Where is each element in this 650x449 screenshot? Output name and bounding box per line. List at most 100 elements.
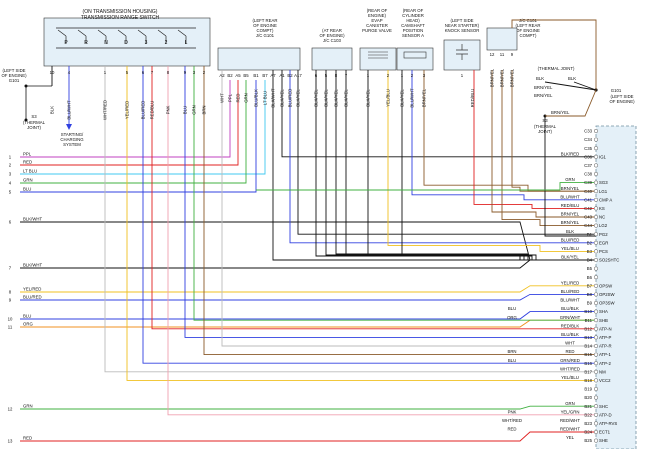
- pcm-wire-label-b2: BLU/RED: [561, 237, 580, 242]
- left-wire-0: [20, 80, 231, 158]
- pcm-pin-label-c33: C33: [584, 129, 592, 134]
- left-circuit-num-1: 1: [9, 155, 12, 160]
- right-ground-label-4: BRN/YEL: [534, 93, 553, 98]
- right-ground: (THERMAL JOINT) G101 (LEFT SIDE OF ENGIN…: [534, 66, 635, 134]
- pcm-wire-label-b1: BLK: [566, 229, 574, 234]
- knock-pin-0: 1: [461, 73, 464, 78]
- knock-crystal-icon: [456, 44, 468, 60]
- jcc101-title-4: COMPT): [520, 33, 538, 38]
- trs-housing: [43, 17, 211, 67]
- pcm-pin-b22: [593, 412, 599, 417]
- jcc101-title-1: J/C C101: [519, 18, 538, 23]
- pcm-pin-label-c39: C39: [584, 180, 592, 185]
- top-route-9: [473, 70, 596, 209]
- pcm-func-b15: ATP-1: [599, 352, 611, 357]
- jcc101-body: [486, 27, 518, 51]
- pcm-pin-label-b5: B5: [587, 266, 593, 271]
- jc101-wire-label-8: BLU/RED: [288, 89, 293, 108]
- jc101-wire-label-2: RED: [236, 93, 241, 102]
- starting-charging-arrow-icon: [66, 124, 72, 130]
- jc101-pin-8: B2: [287, 73, 293, 78]
- pcm-func-b10: SHA: [599, 309, 608, 314]
- mid-label-5: WHT/RED: [502, 418, 522, 423]
- pcm-wire-label-c36: BLK/RED: [561, 151, 579, 156]
- pcm-pin-label-b4: B4: [587, 258, 593, 263]
- jc101-wire-label-1: PPL: [228, 93, 233, 102]
- pcm-pin-c40: [593, 189, 599, 194]
- cmp-element-icon: [403, 51, 427, 59]
- trs-wire-label-6: PNK: [166, 105, 171, 114]
- left-circuit-num-4: 4: [9, 181, 12, 186]
- g101-left-label-1: (LEFT SIDE: [2, 68, 25, 73]
- jcc101-wire-label-0: BRN/YEL: [490, 68, 495, 87]
- jc-c103: (AT REAR OF ENGINE) J/C C103: [311, 28, 353, 71]
- pcm-pin-label-b16: B16: [584, 361, 592, 366]
- jc101-title-2: OF ENGINE: [253, 23, 277, 28]
- jc101-pin-4: B1: [253, 73, 259, 78]
- mid-label-4: PNK: [508, 409, 517, 414]
- transmission-range-switch: (ON TRANSMISSION HOUSING) TRANSMISSION R…: [43, 9, 211, 67]
- pcm-func-b4: SO2SHTC: [599, 258, 619, 263]
- trs-pin-5: 5: [126, 70, 129, 75]
- trs-wire-label-0: BLK: [50, 106, 55, 114]
- jcc101-pin-0: 12: [490, 52, 495, 57]
- pcm-wire-label-b4: BLK/YEL: [561, 255, 579, 260]
- right-ground-label-2: BLK: [568, 76, 576, 81]
- left-circuit-num-13: 13: [8, 439, 13, 444]
- knock-wire-label-0: RED/BLU: [470, 89, 475, 108]
- pcm-func-b8: OP2SW: [599, 292, 615, 297]
- jc103-title-2: OF ENGINE): [319, 33, 345, 38]
- pcm-func-c40: LG1: [599, 189, 608, 194]
- left-circuit-label-12: GRN: [23, 404, 33, 409]
- pcm-pin-label-b13: B13: [584, 335, 592, 340]
- pcm-wire-label-b9: BLU/WHT: [560, 298, 580, 303]
- mid-label-3: BLU: [508, 358, 516, 363]
- pcm-wire-label-c41: BLU/WHT: [560, 194, 580, 199]
- thermal-right-top-label: (THERMAL JOINT): [538, 66, 575, 71]
- trs-route-1: [104, 66, 596, 373]
- evap-purge-valve: (REAR OF ENGINE) EVAP CANISTER PURGE VAL…: [359, 8, 397, 71]
- trs-position-3: 3: [145, 40, 148, 46]
- pcm-func-c36: IG1: [599, 154, 607, 159]
- pcm-pin-b11: [593, 318, 599, 323]
- pcm-pin-b24: [593, 429, 599, 435]
- left-circuit-label-5: BLU: [23, 187, 31, 192]
- jc101-title-1: (LEFT REAR: [253, 18, 278, 23]
- pcm-func-c39: SG3: [599, 180, 608, 185]
- pcm-pin-b5: [593, 266, 599, 271]
- jcc101-title-3: OF ENGINE: [516, 28, 540, 33]
- pcm-pin-b17: [593, 369, 599, 374]
- jcc101-pin-2: 9: [511, 52, 514, 57]
- jcc101-pin-1: 11: [500, 52, 505, 57]
- pcm-pin-b2: [593, 240, 599, 245]
- pcm-pin-c35: [593, 146, 599, 151]
- trs-wire-label-5: RED/BLU: [150, 101, 155, 120]
- trs-route-3: [142, 66, 596, 364]
- jc101-route-3: [289, 70, 596, 244]
- jc103-wire-label-0: BLK/YEL: [314, 89, 319, 107]
- trs-wire-label-2: WHT/RED: [103, 100, 108, 120]
- pcm-func-b17: NM: [599, 369, 606, 374]
- left-circuit-label-10: BLU: [23, 314, 31, 319]
- starting-charging-link: STARTING/ CHARGING SYSTEM: [60, 66, 84, 147]
- jc101-pin-1: B2: [227, 73, 233, 78]
- pcm-wire-label-b24: RED/WHT: [560, 427, 580, 432]
- pcm-pin-label-b18: B18: [584, 378, 592, 383]
- pcm-func-b25: SHE: [599, 438, 608, 443]
- trs-pin-1: 1: [104, 70, 107, 75]
- left-circuit-num-6: 6: [9, 220, 12, 225]
- top-route-11: [501, 70, 596, 227]
- right-ground-blk-2: [573, 81, 597, 91]
- left-circuit-num-7: 7: [9, 266, 12, 271]
- pcm-pin-label-c43: C43: [584, 215, 592, 220]
- pcm-pin-label-b11: B11: [585, 318, 593, 323]
- pcm-pin-label-c38: C38: [584, 172, 592, 177]
- evap-coil-icon: [368, 51, 388, 59]
- pcm-func-c42: KS: [599, 206, 605, 211]
- pcm-pin-c44: [593, 223, 599, 228]
- pcm-pin-b21: [593, 404, 599, 409]
- pcm-wire-label-c44: BRN/YEL: [561, 220, 580, 225]
- left-circuit-num-8: 8: [9, 290, 12, 295]
- pcm-wire-label-c39: GRN: [565, 177, 575, 182]
- pcm-pin-label-c42: C42: [584, 206, 592, 211]
